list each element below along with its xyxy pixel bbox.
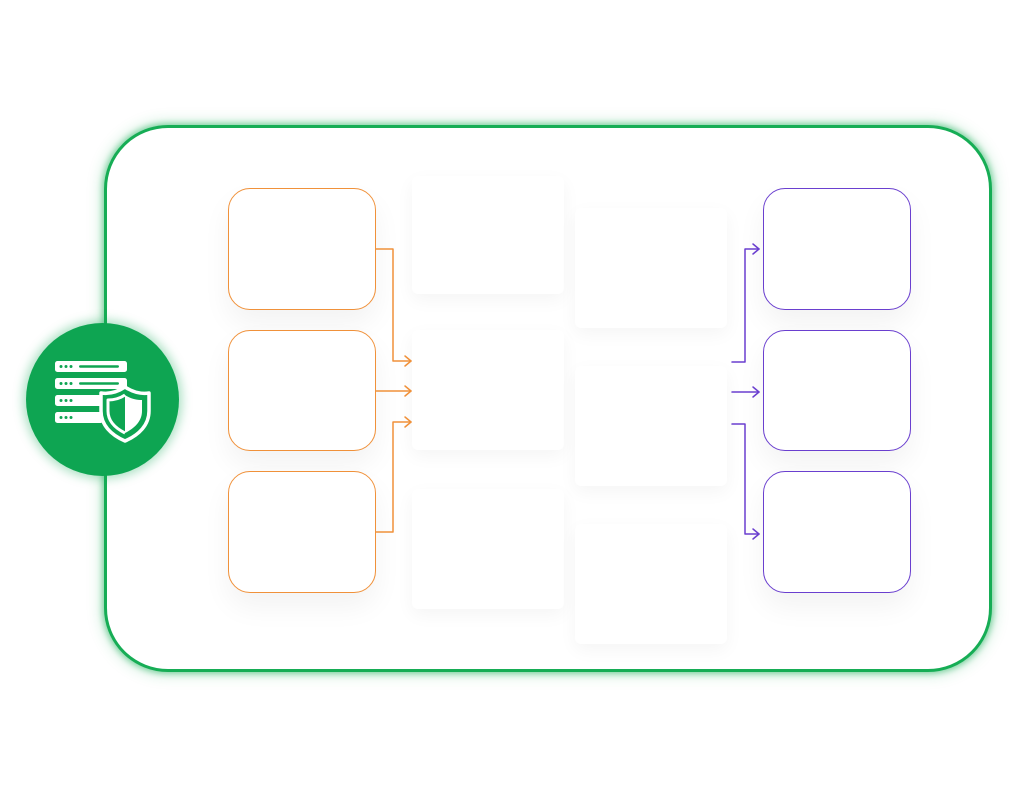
- input-box-3: [228, 471, 376, 593]
- output-box-1: [763, 188, 911, 310]
- middle-card-right-1: [575, 208, 727, 328]
- server-shield-icon: [53, 357, 153, 443]
- arrow-head-out-3: [752, 528, 760, 540]
- middle-card-left-2: [412, 330, 564, 450]
- output-connector-1: [731, 248, 760, 363]
- server-security-badge: [26, 323, 179, 476]
- output-box-3: [763, 471, 911, 593]
- input-connector-1: [375, 248, 412, 362]
- arrow-head-in-1: [404, 355, 412, 367]
- middle-card-left-1: [412, 176, 564, 294]
- input-box-1: [228, 188, 376, 310]
- input-box-2: [228, 330, 376, 451]
- arrow-head-in-3: [404, 416, 412, 428]
- output-box-2: [763, 330, 911, 451]
- middle-card-right-2: [575, 366, 727, 486]
- arrow-head-out-1: [752, 243, 760, 255]
- middle-card-right-3: [575, 524, 727, 644]
- input-connector-3: [375, 421, 412, 533]
- output-connector-3: [731, 423, 760, 535]
- arrow-head-in-2: [404, 385, 412, 397]
- middle-card-left-3: [412, 489, 564, 609]
- arrow-head-out-2: [752, 386, 760, 398]
